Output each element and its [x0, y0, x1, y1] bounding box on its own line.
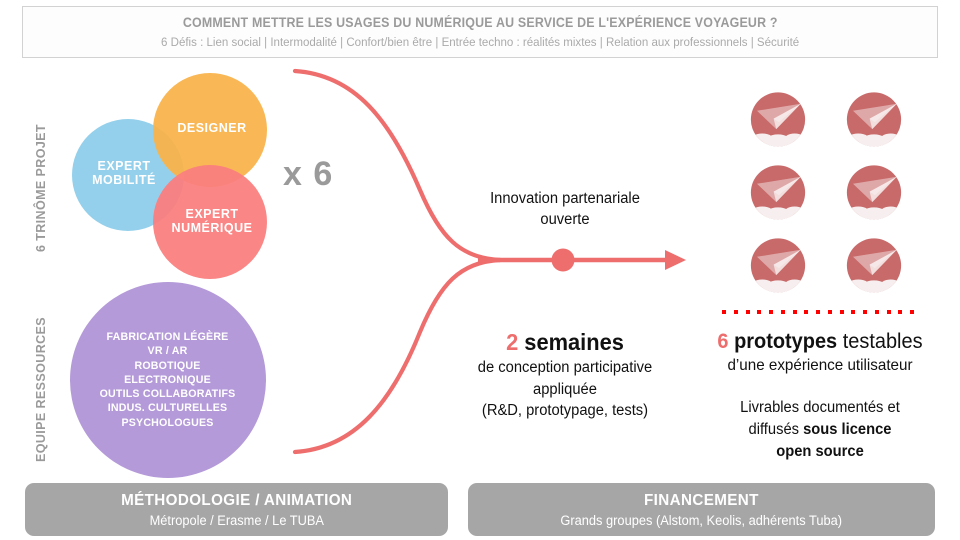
venn-diagram: EXPERT MOBILITÉ DESIGNER EXPERT NUMÉRIQU… [72, 73, 267, 279]
divider-dot [804, 310, 809, 314]
prototype-icon-cell [838, 88, 918, 155]
duration-line3: appliquée [533, 380, 597, 398]
prototype-icon-cell [838, 161, 918, 228]
paper-plane-icon [750, 165, 806, 220]
side-label-equipe-ressources: EQUIPE RESSOURCES [34, 316, 48, 462]
venn-label-designer: DESIGNER [177, 121, 246, 135]
output-line2: d’une expérience utilisateur [727, 357, 913, 374]
resource-item: VR / AR [148, 345, 188, 358]
footer-card-methodologie: MÉTHODOLOGIE / ANIMATION Métropole / Era… [25, 483, 448, 536]
side-label-trinome-projet: 6 TRINÔME PROJET [34, 124, 48, 252]
divider-dot [816, 310, 820, 314]
output-line3b-wrap: diffusés sous licence [706, 419, 934, 441]
output-line4-bold: open source [776, 443, 864, 460]
paper-plane-icon [846, 92, 902, 147]
page-subtitle: 6 Défis : Lien social | Intermodalité | … [160, 35, 800, 49]
divider-dot [780, 310, 785, 314]
divider-dot [898, 310, 903, 314]
duration-headline: 2 semaines [446, 328, 684, 357]
prototype-icon-cell [838, 234, 918, 301]
prototype-icon-cell [742, 234, 822, 301]
output-tail-word: testables [837, 330, 923, 353]
venn-circle-designer [153, 73, 267, 187]
venn-label-expert-numerique-line2: NUMÉRIQUE [172, 220, 253, 235]
prototype-icon-grid [742, 88, 918, 301]
duration-line4: (R&D, prototypage, tests) [481, 402, 649, 419]
flow-node-label-line2: ouverte [540, 211, 590, 228]
output-line3b: diffusés [748, 421, 804, 438]
divider-dot [745, 310, 750, 314]
duration-word: semaines [518, 329, 624, 355]
resource-item: FABRICATION LÉGÈRE [107, 330, 229, 343]
footer-title-financement: FINANCEMENT [644, 491, 759, 509]
divider-dot [886, 310, 891, 314]
divider-dot [839, 310, 844, 314]
divider-dot [863, 310, 867, 314]
duration-number: 2 [506, 329, 519, 355]
flow-node-dot [551, 248, 575, 272]
divider-dot [733, 310, 738, 314]
resource-item: PSYCHOLOGUES [121, 416, 215, 429]
flow-arrowhead [665, 250, 686, 270]
paper-plane-icon [846, 165, 902, 220]
multiplier-label: x 6 [283, 155, 334, 193]
divider-dot [792, 310, 797, 314]
resource-item: OUTILS COLLABORATIFS [100, 388, 236, 401]
resource-item: ROBOTIQUE [134, 359, 202, 372]
divider-dot [769, 310, 773, 314]
header-banner: COMMENT METTRE LES USAGES DU NUMÉRIQUE A… [22, 6, 938, 58]
divider-dot [827, 310, 832, 314]
prototype-icon-cell [742, 88, 822, 155]
paper-plane-icon [846, 238, 902, 293]
duration-line2: de conception participative [477, 359, 653, 376]
flow-node-label-line1: Innovation partenariale [490, 190, 640, 207]
output-headline: 6 prototypes testables [706, 328, 934, 355]
paper-plane-icon [750, 92, 806, 147]
venn-label-expert-mobilite-line2: MOBILITÉ [92, 172, 156, 187]
output-line3a: Livrables documentés et [740, 399, 900, 416]
dotted-divider [722, 310, 914, 314]
resource-item: ELECTRONIQUE [124, 373, 212, 386]
divider-dot [722, 310, 726, 314]
flow-node-label: Innovation partenariale ouverte [451, 188, 679, 230]
output-bold-word: prototypes [728, 330, 838, 353]
divider-dot [757, 310, 762, 314]
divider-dot [910, 310, 914, 314]
page-title: COMMENT METTRE LES USAGES DU NUMÉRIQUE A… [182, 15, 778, 30]
divider-dot [851, 310, 856, 314]
venn-circle-expert-numerique [153, 165, 267, 279]
output-line3-bold: sous licence [803, 421, 892, 438]
divider-dot [874, 310, 879, 314]
footer-subtitle-financement: Grands groupes (Alstom, Keolis, adhérent… [560, 512, 843, 528]
duration-block: 2 semaines de conception participative a… [440, 328, 690, 422]
venn-label-expert-mobilite-line1: EXPERT [97, 159, 150, 173]
venn-label-expert-numerique-line1: EXPERT [185, 207, 238, 221]
resource-item: INDUS. CULTURELLES [108, 402, 228, 415]
footer-subtitle-methodologie: Métropole / Erasme / Le TUBA [149, 512, 324, 528]
footer-card-financement: FINANCEMENT Grands groupes (Alstom, Keol… [468, 483, 935, 536]
output-number: 6 [717, 330, 729, 353]
footer-title-methodologie: MÉTHODOLOGIE / ANIMATION [120, 491, 353, 509]
output-block: 6 prototypes testables d’une expérience … [700, 328, 940, 463]
prototype-icon-cell [742, 161, 822, 228]
output-deliverables: Livrables documentés et diffusés sous li… [706, 397, 934, 463]
paper-plane-icon [750, 238, 806, 293]
